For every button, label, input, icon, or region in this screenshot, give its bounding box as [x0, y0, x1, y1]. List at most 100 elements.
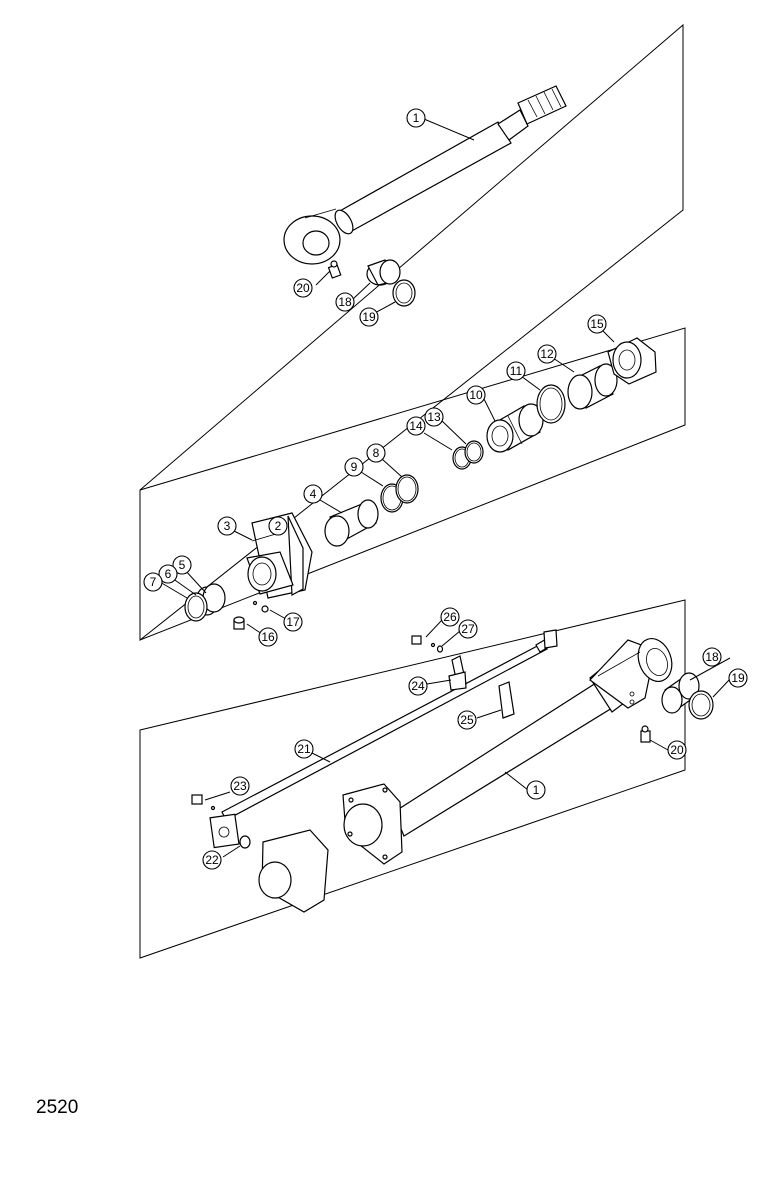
callout-16: 16 [258, 627, 278, 647]
callout-number: 10 [469, 388, 483, 402]
bolt-26 [411, 635, 436, 648]
callout-number: 18 [705, 650, 719, 664]
callout-8: 8 [366, 443, 386, 463]
callout-circle [230, 776, 250, 796]
callout-labels: 1234567891011121314151617181920212223242… [143, 108, 748, 870]
plate-25 [498, 681, 515, 719]
callout-number: 8 [373, 446, 380, 460]
callout-11: 11 [506, 361, 526, 381]
callout-circle [268, 516, 288, 536]
callout-circle [506, 361, 526, 381]
callout-number: 22 [205, 853, 219, 867]
callout-circle [366, 443, 386, 463]
callout-4: 4 [303, 484, 323, 504]
callout-circle [457, 710, 477, 730]
callout-number: 11 [510, 364, 523, 378]
callout-number: 13 [427, 410, 441, 424]
callout-circle [293, 278, 313, 298]
callout-26: 26 [440, 607, 460, 627]
tube-assembly-panel [139, 599, 686, 959]
bushing-18-top [366, 259, 401, 286]
callout-circle [344, 457, 364, 477]
clamp-24 [448, 655, 467, 691]
callout-number: 20 [296, 281, 310, 295]
callout-circle [537, 344, 557, 364]
callout-number: 19 [362, 310, 376, 324]
callout-circle [283, 612, 303, 632]
callout-circle [587, 314, 607, 334]
callout-circle [440, 607, 460, 627]
callout-number: 4 [310, 487, 317, 501]
callout-10: 10 [466, 385, 486, 405]
callout-circle [172, 555, 192, 575]
piston-10 [486, 403, 544, 453]
callout-21: 21 [294, 739, 314, 759]
callout-number: 1 [533, 783, 540, 797]
cylinder-head [246, 512, 313, 599]
set-screw-16 [233, 616, 245, 630]
piston-nut-15 [607, 337, 657, 385]
steel-ball-17 [252, 600, 269, 613]
callout-number: 7 [150, 575, 157, 589]
callout-13: 13 [424, 407, 444, 427]
callout-circle [217, 516, 237, 536]
callout-circle [526, 780, 546, 800]
head-assembly-panel [139, 327, 686, 641]
callout-20: 20 [667, 740, 687, 760]
callout-number: 6 [165, 567, 172, 581]
callout-circle [408, 676, 428, 696]
callout-number: 14 [409, 419, 423, 433]
callout-circle [406, 108, 426, 128]
backup-ring-8 [395, 474, 419, 504]
callout-circle [143, 572, 163, 592]
callout-1: 1 [526, 780, 546, 800]
bushing-4 [324, 499, 379, 547]
callout-15: 15 [587, 314, 607, 334]
piston-rod [283, 85, 567, 265]
callout-number: 20 [670, 743, 684, 757]
callout-17: 17 [283, 612, 303, 632]
washer-27 [436, 645, 444, 653]
callout-number: 9 [351, 460, 358, 474]
callout-number: 19 [731, 671, 745, 685]
callout-number: 12 [540, 347, 554, 361]
callout-number: 21 [297, 742, 311, 756]
callout-circle [303, 484, 323, 504]
callout-22: 22 [202, 850, 222, 870]
callout-circle [158, 564, 178, 584]
callout-number: 26 [443, 610, 457, 624]
callout-circle [458, 619, 478, 639]
callout-12: 12 [537, 344, 557, 364]
callout-number: 18 [338, 295, 352, 309]
callout-2: 2 [268, 516, 288, 536]
callout-circle [466, 385, 486, 405]
callout-number: 2 [275, 519, 282, 533]
callout-18: 18 [702, 647, 722, 667]
bolt-23 [191, 794, 216, 811]
seal-ring-19-right [688, 690, 714, 720]
callout-circle [335, 292, 355, 312]
callout-19: 19 [359, 307, 379, 327]
callout-25: 25 [457, 710, 477, 730]
callout-number: 1 [413, 111, 420, 125]
callout-number: 15 [590, 317, 604, 331]
callout-19: 19 [728, 668, 748, 688]
backup-ring-13 [464, 440, 484, 464]
callout-number: 17 [286, 615, 300, 629]
callout-circle [728, 668, 748, 688]
callout-24: 24 [408, 676, 428, 696]
callout-circle [424, 407, 444, 427]
callout-9: 9 [344, 457, 364, 477]
callout-18: 18 [335, 292, 355, 312]
callout-7: 7 [143, 572, 163, 592]
callout-circle [258, 627, 278, 647]
callout-14: 14 [406, 416, 426, 436]
callout-3: 3 [217, 516, 237, 536]
callout-1: 1 [406, 108, 426, 128]
callout-number: 16 [261, 630, 275, 644]
callout-circle [406, 416, 426, 436]
o-ring-22 [239, 835, 251, 849]
figure-number: 2520 [36, 1097, 78, 1118]
grease-nipple-20-top [327, 260, 342, 279]
